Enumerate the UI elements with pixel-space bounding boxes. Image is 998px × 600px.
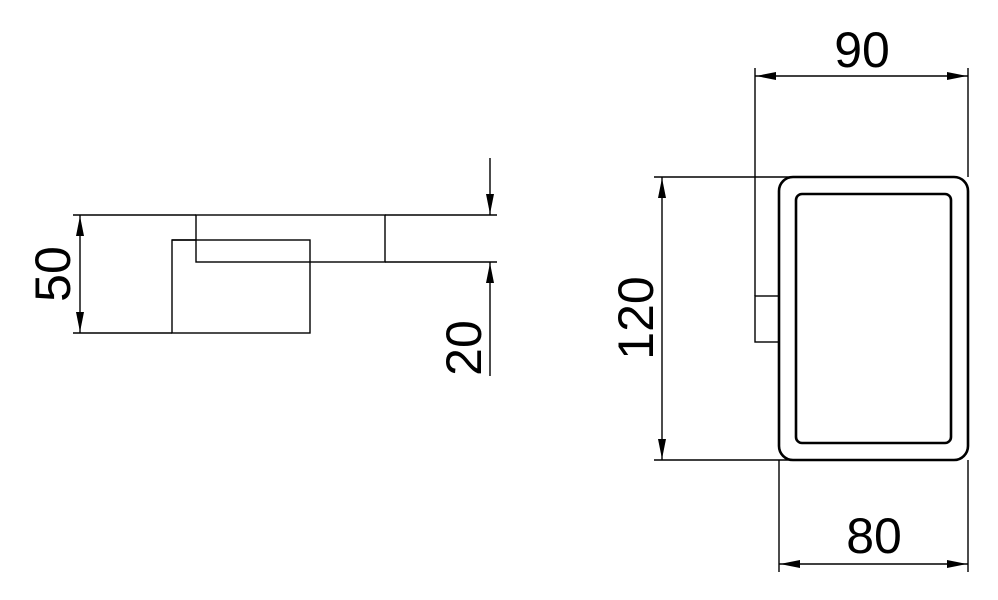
dimension-80: 80 <box>778 460 969 572</box>
front-view-inner-tray <box>794 192 953 445</box>
dimension-label-120: 120 <box>608 276 664 359</box>
side-view-wall-bracket <box>171 239 311 334</box>
arrow-head <box>76 312 84 332</box>
dimension-label-90: 90 <box>834 22 890 78</box>
side-view: 50 20 <box>25 158 497 376</box>
dimension-label-20: 20 <box>436 320 492 376</box>
front-view-outer-frame <box>777 175 970 462</box>
dimension-label-50: 50 <box>25 246 81 302</box>
arrow-head <box>486 263 494 283</box>
arrow-head <box>658 439 666 459</box>
arrow-head <box>947 72 967 80</box>
arrow-head <box>756 72 776 80</box>
dimension-label-80: 80 <box>846 508 902 564</box>
arrow-head <box>947 560 967 568</box>
arrow-head <box>76 216 84 236</box>
front-view: 90 120 80 <box>608 22 970 572</box>
side-view-top-plate <box>195 214 386 263</box>
dimension-120: 120 <box>608 176 800 461</box>
arrow-head <box>486 194 494 214</box>
dimension-50: 50 <box>25 214 196 334</box>
dimension-20: 20 <box>385 158 497 376</box>
arrow-head <box>780 560 800 568</box>
dimension-90: 90 <box>754 22 969 296</box>
front-view-mount-tab <box>754 295 780 343</box>
arrow-head <box>658 178 666 198</box>
